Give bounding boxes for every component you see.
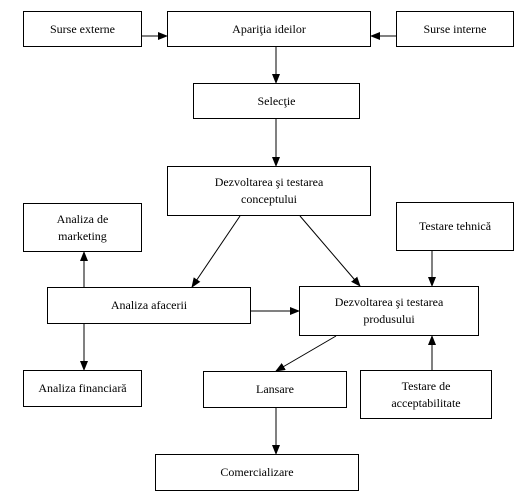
node-analiza-marketing-label: Analiza de marketing xyxy=(56,211,109,243)
node-testare-acceptabilitate-label: Testare de acceptabilitate xyxy=(391,378,461,410)
edge-dezvoltarea-produsului-to-lansare xyxy=(275,335,337,372)
node-selectie: Selecţie xyxy=(193,83,360,119)
node-dezvoltarea-produsului: Dezvoltarea şi testarea produsului xyxy=(299,286,479,336)
node-surse-interne: Surse interne xyxy=(396,11,514,47)
node-lansare-label: Lansare xyxy=(256,382,294,396)
node-analiza-financiara: Analiza financiară xyxy=(23,370,142,407)
node-analiza-afacerii-label: Analiza afacerii xyxy=(110,298,188,312)
node-aparitia-ideilor: Apariţia ideilor xyxy=(167,11,371,47)
node-dezvoltarea-conceptului-label: Dezvoltarea şi testarea conceptului xyxy=(214,175,324,206)
node-analiza-financiara-label: Analiza financiară xyxy=(38,381,127,395)
node-surse-interne-label: Surse interne xyxy=(423,21,487,36)
edge-dezvoltarea-conceptului-to-dezvoltarea-produsului xyxy=(299,215,361,287)
node-analiza-afacerii: Analiza afacerii xyxy=(47,287,251,324)
node-selectie-label: Selecţie xyxy=(257,93,296,108)
node-comercializare-label: Comercializare xyxy=(220,465,294,479)
node-surse-externe: Surse externe xyxy=(23,11,142,47)
node-lansare: Lansare xyxy=(203,371,347,408)
node-aparitia-ideilor-label: Apariţia ideilor xyxy=(232,21,306,36)
node-dezvoltarea-produsului-label: Dezvoltarea şi testarea produsului xyxy=(334,295,444,326)
edge-dezvoltarea-conceptului-to-analiza-afacerii xyxy=(191,215,241,288)
node-surse-externe-label: Surse externe xyxy=(50,21,115,36)
node-testare-acceptabilitate: Testare de acceptabilitate xyxy=(360,370,492,419)
node-testare-tehnica-label: Testare tehnică xyxy=(418,219,492,233)
node-testare-tehnica: Testare tehnică xyxy=(396,202,514,251)
node-comercializare: Comercializare xyxy=(155,454,359,491)
node-dezvoltarea-conceptului: Dezvoltarea şi testarea conceptului xyxy=(167,166,371,216)
node-analiza-marketing: Analiza de marketing xyxy=(23,203,142,252)
